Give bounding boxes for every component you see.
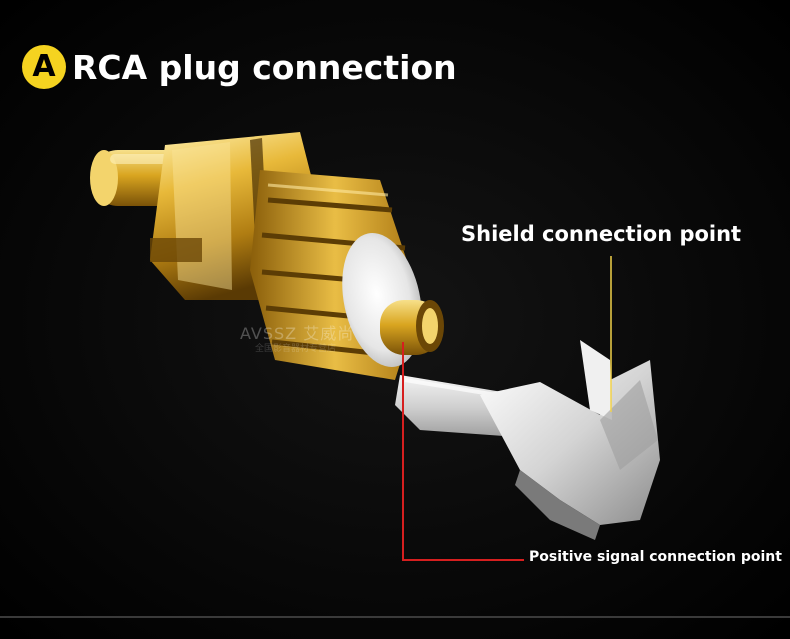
page-title: RCA plug connection	[72, 47, 457, 87]
brand-watermark: AVSSZ 艾威尚	[240, 324, 355, 343]
section-badge: A	[22, 45, 66, 89]
shield-callout-label: Shield connection point	[461, 222, 742, 246]
bottom-divider	[0, 616, 790, 618]
signal-callout-line	[402, 342, 524, 561]
signal-pin	[380, 300, 444, 355]
crimp-cup	[480, 340, 660, 540]
signal-callout-label: Positive signal connection point	[529, 549, 782, 565]
heading: A RCA plug connection	[22, 44, 457, 90]
brand-watermark-sub: 全国影音器材专营店	[255, 344, 337, 354]
